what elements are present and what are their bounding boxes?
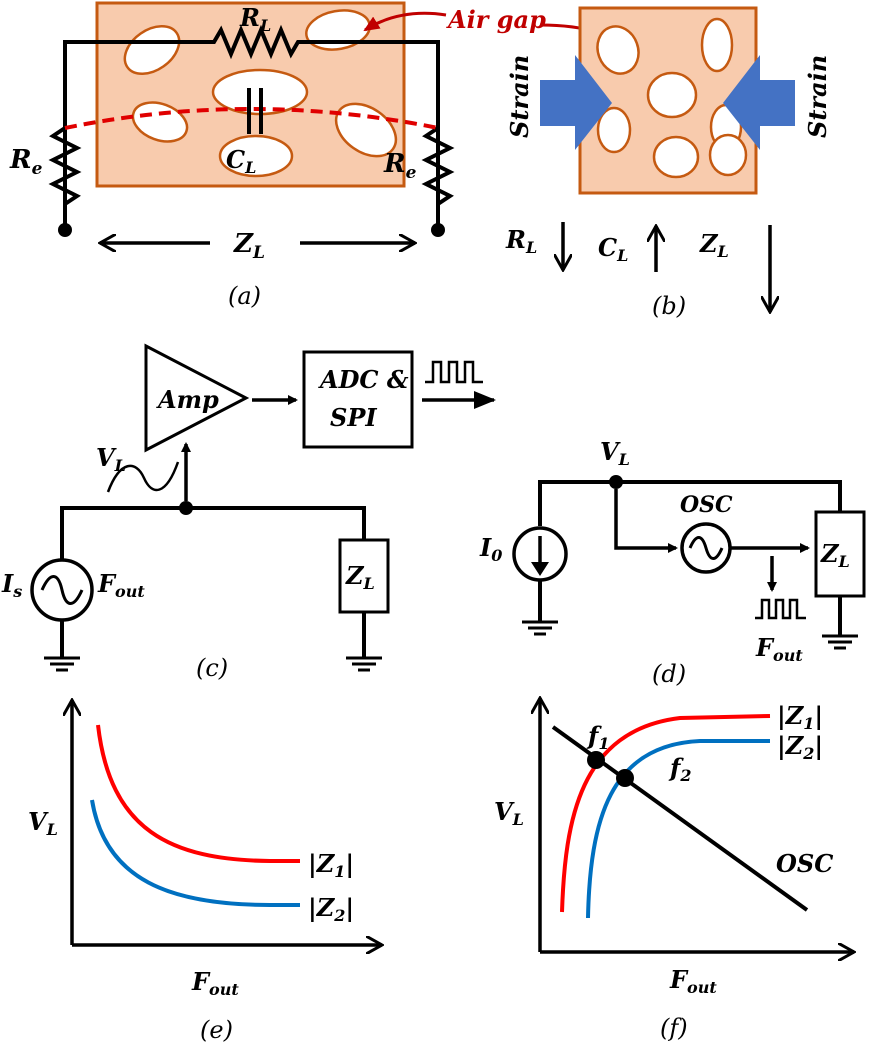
re-label-right: Re xyxy=(383,149,417,183)
air-gap-hole xyxy=(123,24,181,76)
ground-icon xyxy=(822,634,858,650)
vl-label-d: VL xyxy=(600,437,630,469)
air-gap-pointer-a xyxy=(363,11,447,32)
node-vl-d xyxy=(609,475,623,489)
terminal-left xyxy=(58,223,72,237)
air-gap-hole xyxy=(652,135,700,179)
fout-label-c: Fout xyxy=(97,569,145,601)
vl-axis-label-e: VL xyxy=(28,807,58,839)
cl-label: CL xyxy=(226,145,256,177)
air-gap-hole xyxy=(700,17,734,73)
caption-e: (e) xyxy=(200,1016,233,1044)
is-label: Is xyxy=(1,569,22,601)
ground-icon xyxy=(522,620,558,636)
panel-d: VL I0 OSC Fout ZL (d) xyxy=(479,437,866,688)
rl-label: RL xyxy=(239,3,271,35)
strain-arrow-left xyxy=(540,55,612,150)
air-gap-hole xyxy=(218,134,294,178)
air-gap-hole xyxy=(646,71,698,119)
strain-arrow-right xyxy=(723,55,795,150)
panel-c: Amp ADC & SPI VL Is Fout ZL (c) xyxy=(1,343,496,682)
z2-label-f: |Z2| xyxy=(777,731,823,763)
digital-pulse-icon xyxy=(755,598,806,620)
zl-label: ZL xyxy=(233,229,265,263)
strain-label-right: Strain xyxy=(803,55,832,138)
sine-wave-icon xyxy=(106,461,180,493)
spi-label: SPI xyxy=(330,403,377,432)
panel-f: f1 f2 |Z1| |Z2| OSC VL Fout (f) xyxy=(494,698,854,1042)
caption-a: (a) xyxy=(228,282,261,310)
vl-axis-label-f: VL xyxy=(494,797,524,829)
ground-icon xyxy=(346,656,382,672)
to-osc-arrow xyxy=(614,489,678,553)
caption-f: (f) xyxy=(660,1014,688,1042)
z1-curve-f xyxy=(560,714,771,913)
strain-label-left: Strain xyxy=(505,55,534,138)
rl-resistor-wire xyxy=(63,24,440,218)
z2-label-e: |Z2| xyxy=(308,893,354,925)
zl-label-c: ZL xyxy=(345,561,375,593)
caption-b: (b) xyxy=(652,292,686,320)
sine-symbol-icon xyxy=(40,575,84,605)
air-gap-hole xyxy=(596,106,632,154)
amplifier-triangle xyxy=(144,343,250,453)
re-resistor-left xyxy=(48,126,82,206)
caption-c: (c) xyxy=(196,654,228,682)
node-vl-c xyxy=(179,501,193,515)
intersection-f2 xyxy=(616,769,634,787)
osc-label-f: OSC xyxy=(776,849,833,878)
top-wire-c xyxy=(60,506,366,560)
zl-label-b: ZL xyxy=(699,229,729,261)
z1-curve-e xyxy=(96,724,300,863)
re-resistor-right xyxy=(421,126,455,206)
f2-label: f2 xyxy=(668,753,691,785)
current-direction-arrowhead xyxy=(531,562,549,576)
ground-icon xyxy=(44,656,80,672)
z1-label-e: |Z1| xyxy=(308,849,354,881)
sine-symbol-icon xyxy=(688,536,724,560)
digital-pulse-icon xyxy=(425,360,483,384)
fout-axis-label-f: Fout xyxy=(669,965,717,997)
air-gap-hole xyxy=(596,25,640,75)
air-gap-label: Air gap xyxy=(446,5,546,34)
panel-e: VL Fout |Z1| |Z2| (e) xyxy=(28,700,382,1044)
amp-label: Amp xyxy=(156,385,219,414)
air-gap-hole xyxy=(708,133,748,177)
z2-curve-e xyxy=(90,799,300,907)
dashed-current-path xyxy=(64,107,439,130)
z2-curve-f xyxy=(586,739,770,919)
fout-axis-label-e: Fout xyxy=(191,967,239,999)
panel-a: RL CL Re Re ZL Air gap (a) xyxy=(9,1,632,310)
re-label-left: Re xyxy=(9,145,43,179)
terminal-right xyxy=(431,223,445,237)
rl-label-b: RL xyxy=(505,225,537,257)
osc-label-d: OSC xyxy=(680,492,733,518)
adc-label: ADC & xyxy=(318,365,409,394)
vl-label-c: VL xyxy=(96,443,126,475)
air-gap-hole xyxy=(334,102,398,158)
zl-label-d: ZL xyxy=(820,539,850,571)
top-wire-d xyxy=(538,480,842,526)
cl-label-b: CL xyxy=(598,233,628,265)
panel-b: Strain Strain RL CL ZL (b) xyxy=(505,6,832,320)
caption-d: (d) xyxy=(652,660,686,688)
intersection-f1 xyxy=(587,751,605,769)
fout-label-d: Fout xyxy=(755,633,803,665)
f1-label: f1 xyxy=(586,721,609,753)
air-gap-hole xyxy=(131,101,189,143)
z1-label-f: |Z1| xyxy=(777,701,823,733)
adc-spi-block xyxy=(302,350,414,449)
i0-label: I0 xyxy=(479,533,502,565)
